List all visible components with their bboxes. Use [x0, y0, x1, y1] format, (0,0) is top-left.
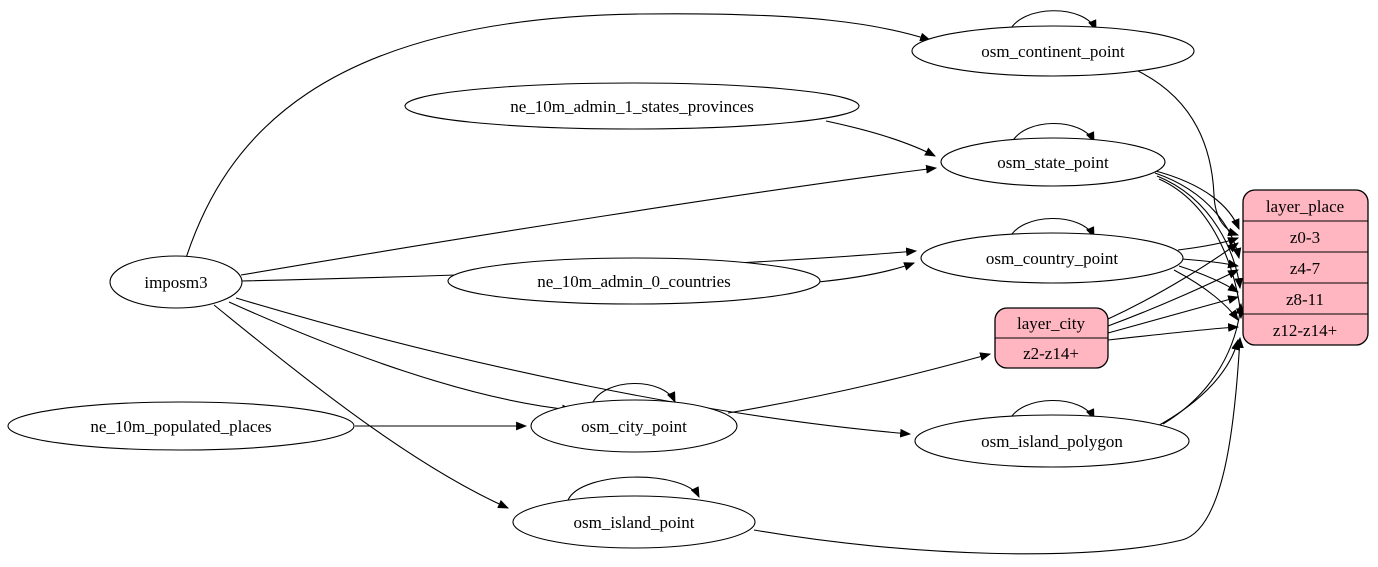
node-osm_country_point: osm_country_point: [920, 232, 1184, 284]
edges: [185, 10, 1245, 555]
imposm3-label: imposm3: [144, 273, 207, 292]
osm_island_polygon-label: osm_island_polygon: [981, 432, 1123, 451]
node-imposm3: imposm3: [109, 255, 243, 309]
osm_island_point-ellipse: [512, 495, 756, 549]
ne_10m_populated_places-ellipse: [7, 401, 355, 451]
osm_country_point-label: osm_country_point: [986, 249, 1118, 268]
layer_city-row-z2-z14: z2-z14+: [1023, 344, 1079, 363]
edge-ne_10m_admin_0_countries-to-osm_country_point: [817, 262, 916, 283]
ne_10m_populated_places-label: ne_10m_populated_places: [90, 417, 271, 436]
osm_island_point-label: osm_island_point: [574, 513, 695, 532]
node-ne_10m_admin_1_states_provinces: ne_10m_admin_1_states_provinces: [404, 82, 860, 130]
osm_state_point-ellipse: [940, 137, 1166, 187]
edge-imposm3-to-osm_continent_point: [185, 13, 932, 259]
edge-layer_city-to-layer_place-z0-3: [1107, 242, 1239, 320]
osm_island_polygon-ellipse: [914, 414, 1190, 468]
node-osm_island_polygon: osm_island_polygon: [914, 414, 1190, 468]
ne_10m_admin_0_countries-ellipse: [447, 257, 821, 305]
osm_state_point-label: osm_state_point: [997, 153, 1109, 172]
layer_place-row-z0-3: z0-3: [1290, 228, 1320, 247]
edge-osm_city_point-to-layer_city: [727, 352, 992, 414]
edge-osm_state_point-to-layer_place-z4-7: [1154, 172, 1242, 260]
edge-osm_island_polygon-to-layer_place-z12-z14: [1153, 338, 1240, 429]
edge-imposm3-to-osm_state_point: [240, 164, 938, 276]
layer_city-title: layer_city: [1017, 314, 1085, 333]
edge-osm_country_point-to-layer_place-z12-z14: [1173, 269, 1239, 321]
ne_10m_admin_0_countries-label: ne_10m_admin_0_countries: [537, 272, 731, 291]
layer_place-row-z8-11: z8-11: [1286, 290, 1324, 309]
edge-imposm3-to-osm_island_polygon: [235, 297, 912, 438]
self-loop-osm_state_point: [1010, 123, 1095, 145]
edge-osm_state_point-to-layer_place-z8-11: [1156, 175, 1244, 290]
edge-layer_city-to-layer_place-z4-7: [1107, 269, 1239, 327]
osm_continent_point-ellipse: [911, 25, 1195, 77]
layer_place-title: layer_place: [1266, 197, 1344, 216]
layer_place-row-z12-z14: z12-z14+: [1273, 321, 1337, 340]
layer_place-box: [1242, 189, 1369, 346]
edge-osm_country_point-to-layer_place-z0-3: [1177, 237, 1240, 251]
node-osm_state_point: osm_state_point: [940, 137, 1166, 187]
edge-ne_10m_admin_1_states_provinces-to-osm_state_point: [825, 120, 936, 157]
self-loop-osm_continent_point: [1008, 10, 1097, 33]
osm_city_point-ellipse: [530, 399, 738, 453]
node-osm_continent_point: osm_continent_point: [911, 25, 1195, 77]
layer_place-row-z4-7: z4-7: [1290, 259, 1321, 278]
edge-osm_country_point-to-layer_place-z8-11: [1178, 265, 1239, 293]
edge-imposm3-to-osm_city_point: [228, 301, 574, 414]
osm_continent_point-label: osm_continent_point: [981, 42, 1125, 61]
edge-osm_state_point-to-layer_place-z0-3: [1151, 169, 1240, 231]
osm_city_point-label: osm_city_point: [581, 417, 687, 436]
record-layer_city: layer_city z2-z14+: [994, 307, 1109, 369]
imposm3-ellipse: [109, 255, 243, 309]
edge-imposm3-to-osm_island_point: [213, 304, 510, 509]
self-loop-osm_country_point: [1008, 218, 1095, 240]
edge-layer_city-to-layer_place-z12-z14: [1107, 323, 1240, 341]
edge-osm_country_point-to-layer_place-z4-7: [1181, 258, 1240, 269]
node-ne_10m_admin_0_countries: ne_10m_admin_0_countries: [447, 257, 821, 305]
edge-osm_island_polygon-to-layer_place-z8-11: [1162, 302, 1245, 425]
edge-layer_city-to-layer_place-z8-11: [1107, 295, 1240, 334]
ne_10m_admin_1_states_provinces-label: ne_10m_admin_1_states_provinces: [510, 97, 754, 116]
self-loop-osm_island_polygon: [1008, 400, 1095, 422]
osm_country_point-ellipse: [920, 232, 1184, 284]
self-loop-osm_city_point: [591, 383, 676, 405]
record-layer_place: layer_place z0-3 z4-7 z8-11 z12-z14+: [1242, 189, 1369, 346]
node-osm_city_point: osm_city_point: [530, 399, 738, 453]
edge-osm_continent_point-to-layer_place-z0-3: [1137, 70, 1240, 237]
node-osm_island_point: osm_island_point: [512, 495, 756, 549]
ne_10m_admin_1_states_provinces-ellipse: [404, 82, 860, 130]
node-ne_10m_populated_places: ne_10m_populated_places: [7, 401, 355, 451]
self-loop-osm_island_point: [567, 476, 700, 501]
edge-osm_island_point-to-layer_place-z12-z14: [753, 336, 1244, 555]
